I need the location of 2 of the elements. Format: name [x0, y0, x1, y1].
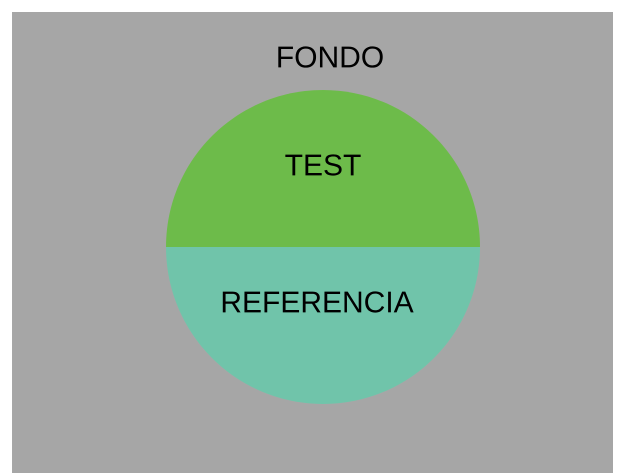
upper-semicircle: TEST: [166, 90, 480, 247]
lower-semicircle: REFERENCIA: [166, 246, 480, 404]
